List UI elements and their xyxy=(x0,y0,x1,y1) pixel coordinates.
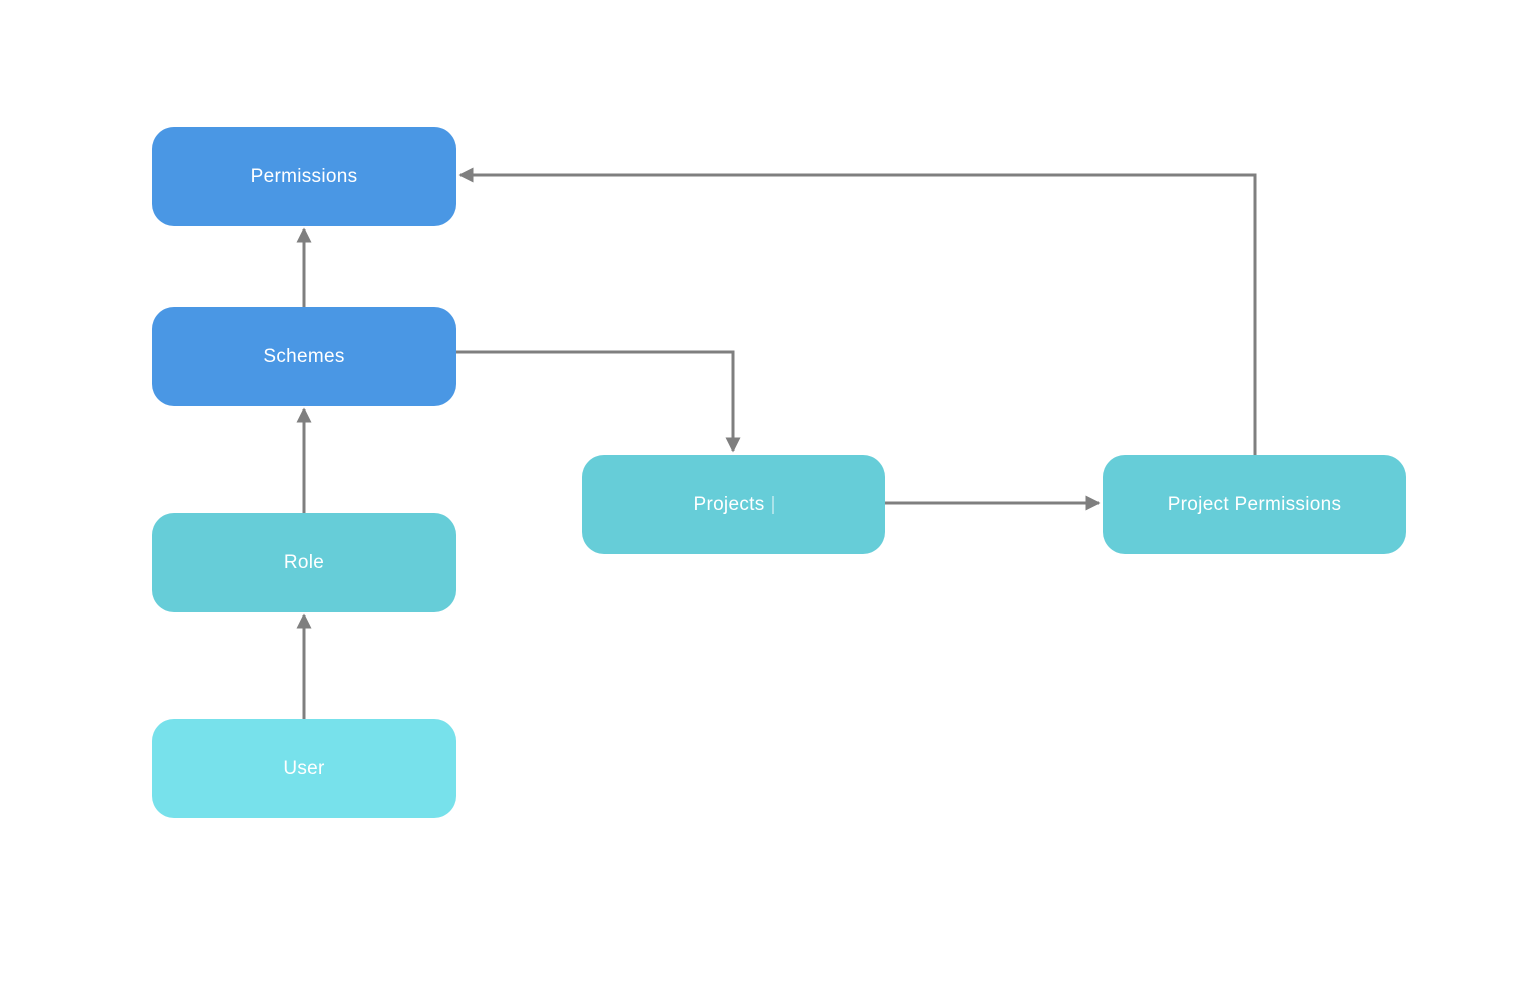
node-permissions-label: Permissions xyxy=(250,165,358,187)
node-role[interactable]: Role xyxy=(152,513,456,612)
node-permissions[interactable]: Permissions xyxy=(152,127,456,226)
node-project-permissions-label: Project Permissions xyxy=(1167,493,1342,515)
edge-project-permissions-to-permissions[interactable] xyxy=(458,167,1257,455)
node-user[interactable]: User xyxy=(152,719,456,818)
text-cursor xyxy=(771,495,774,514)
node-role-label: Role xyxy=(283,551,325,573)
node-user-label: User xyxy=(283,757,325,779)
node-schemes[interactable]: Schemes xyxy=(152,307,456,406)
edge-schemes-to-projects[interactable] xyxy=(456,350,741,453)
node-project-permissions[interactable]: Project Permissions xyxy=(1103,455,1406,554)
node-projects[interactable]: Projects xyxy=(582,455,885,554)
node-schemes-label: Schemes xyxy=(263,345,345,367)
node-projects-label: Projects xyxy=(693,493,765,515)
